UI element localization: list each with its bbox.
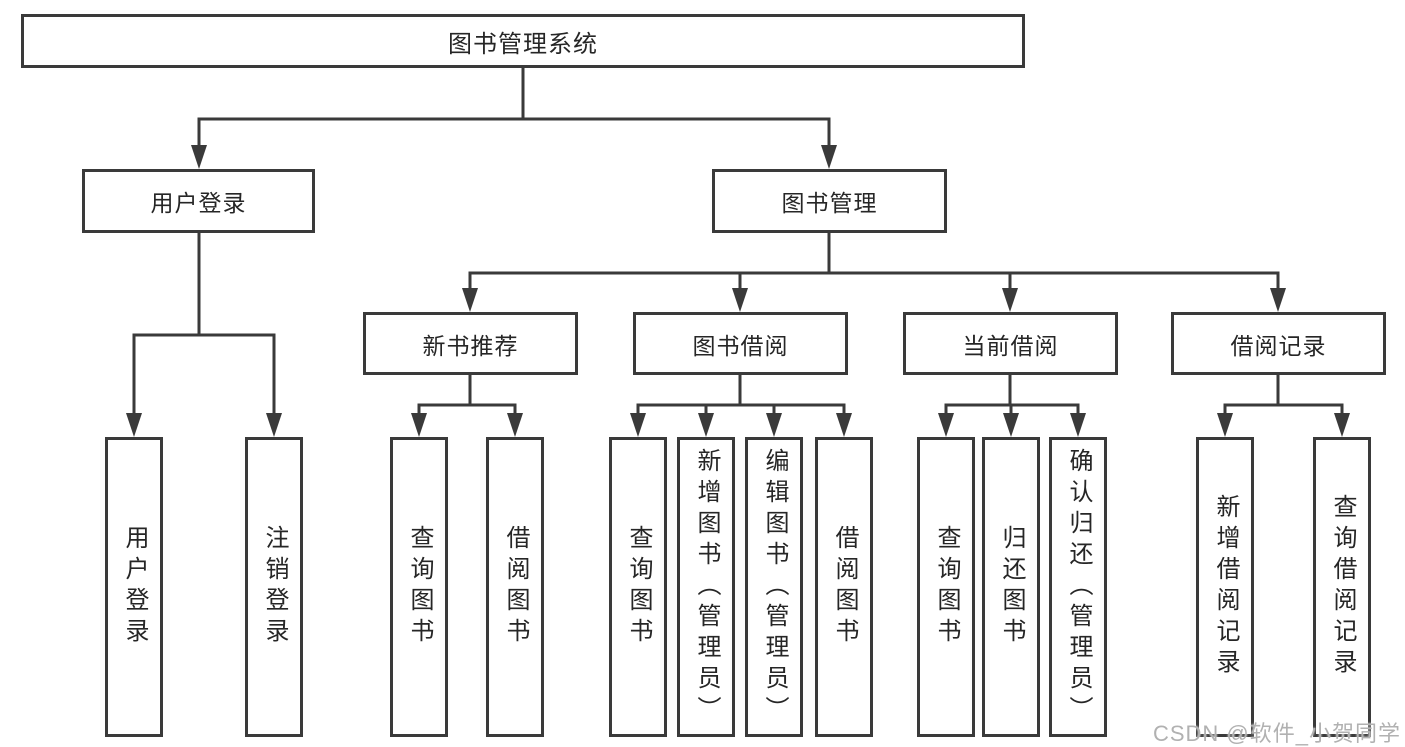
leaf-query-borrow-record: 查询借阅记录 — [1313, 437, 1371, 737]
leaf-return-book-label: 归还图书 — [998, 525, 1025, 649]
leaf-query-borrow-record-label: 查询借阅记录 — [1329, 494, 1356, 680]
leaf-borrow-query-book-label: 查询图书 — [625, 525, 652, 649]
leaf-return-book: 归还图书 — [982, 437, 1040, 737]
leaf-borrow-book: 借阅图书 — [815, 437, 873, 737]
node-library-system-label: 图书管理系统 — [448, 30, 598, 58]
leaf-recommend-borrow-book: 借阅图书 — [486, 437, 544, 737]
leaf-logout-label: 注销登录 — [261, 525, 288, 649]
leaf-borrow-book-label: 借阅图书 — [831, 525, 858, 649]
node-book-management: 图书管理 — [712, 169, 947, 233]
node-book-management-label: 图书管理 — [781, 190, 878, 216]
leaf-confirm-return-admin-label: 确认归还（管理员） — [1065, 447, 1092, 727]
leaf-user-login-label: 用户登录 — [121, 525, 148, 649]
arrowheads — [126, 145, 1350, 437]
node-library-system: 图书管理系统 — [21, 14, 1025, 68]
leaf-current-query-book: 查询图书 — [917, 437, 975, 737]
leaf-borrow-query-book: 查询图书 — [609, 437, 667, 737]
leaf-recommend-borrow-book-label: 借阅图书 — [502, 525, 529, 649]
node-user-login-label: 用户登录 — [150, 190, 247, 216]
leaf-current-query-book-label: 查询图书 — [933, 525, 960, 649]
node-book-borrow-label: 图书借阅 — [692, 332, 789, 359]
leaf-recommend-query-book: 查询图书 — [390, 437, 448, 737]
leaf-user-login: 用户登录 — [105, 437, 163, 737]
node-current-borrow: 当前借阅 — [903, 312, 1118, 375]
node-user-login: 用户登录 — [82, 169, 315, 233]
leaf-add-book-admin: 新增图书（管理员） — [677, 437, 735, 737]
leaf-confirm-return-admin: 确认归还（管理员） — [1049, 437, 1107, 737]
leaf-logout: 注销登录 — [245, 437, 303, 737]
node-current-borrow-label: 当前借阅 — [962, 332, 1059, 359]
leaf-recommend-query-book-label: 查询图书 — [406, 525, 433, 649]
leaf-edit-book-admin: 编辑图书（管理员） — [745, 437, 803, 737]
node-book-borrow: 图书借阅 — [633, 312, 848, 375]
leaf-add-borrow-record-label: 新增借阅记录 — [1212, 494, 1239, 680]
node-borrow-records: 借阅记录 — [1171, 312, 1386, 375]
leaf-add-borrow-record: 新增借阅记录 — [1196, 437, 1254, 737]
node-new-book-recommend: 新书推荐 — [363, 312, 578, 375]
node-borrow-records-label: 借阅记录 — [1230, 332, 1327, 359]
node-new-book-recommend-label: 新书推荐 — [422, 332, 519, 359]
leaf-edit-book-admin-label: 编辑图书（管理员） — [761, 447, 788, 727]
leaf-add-book-admin-label: 新增图书（管理员） — [693, 447, 720, 727]
